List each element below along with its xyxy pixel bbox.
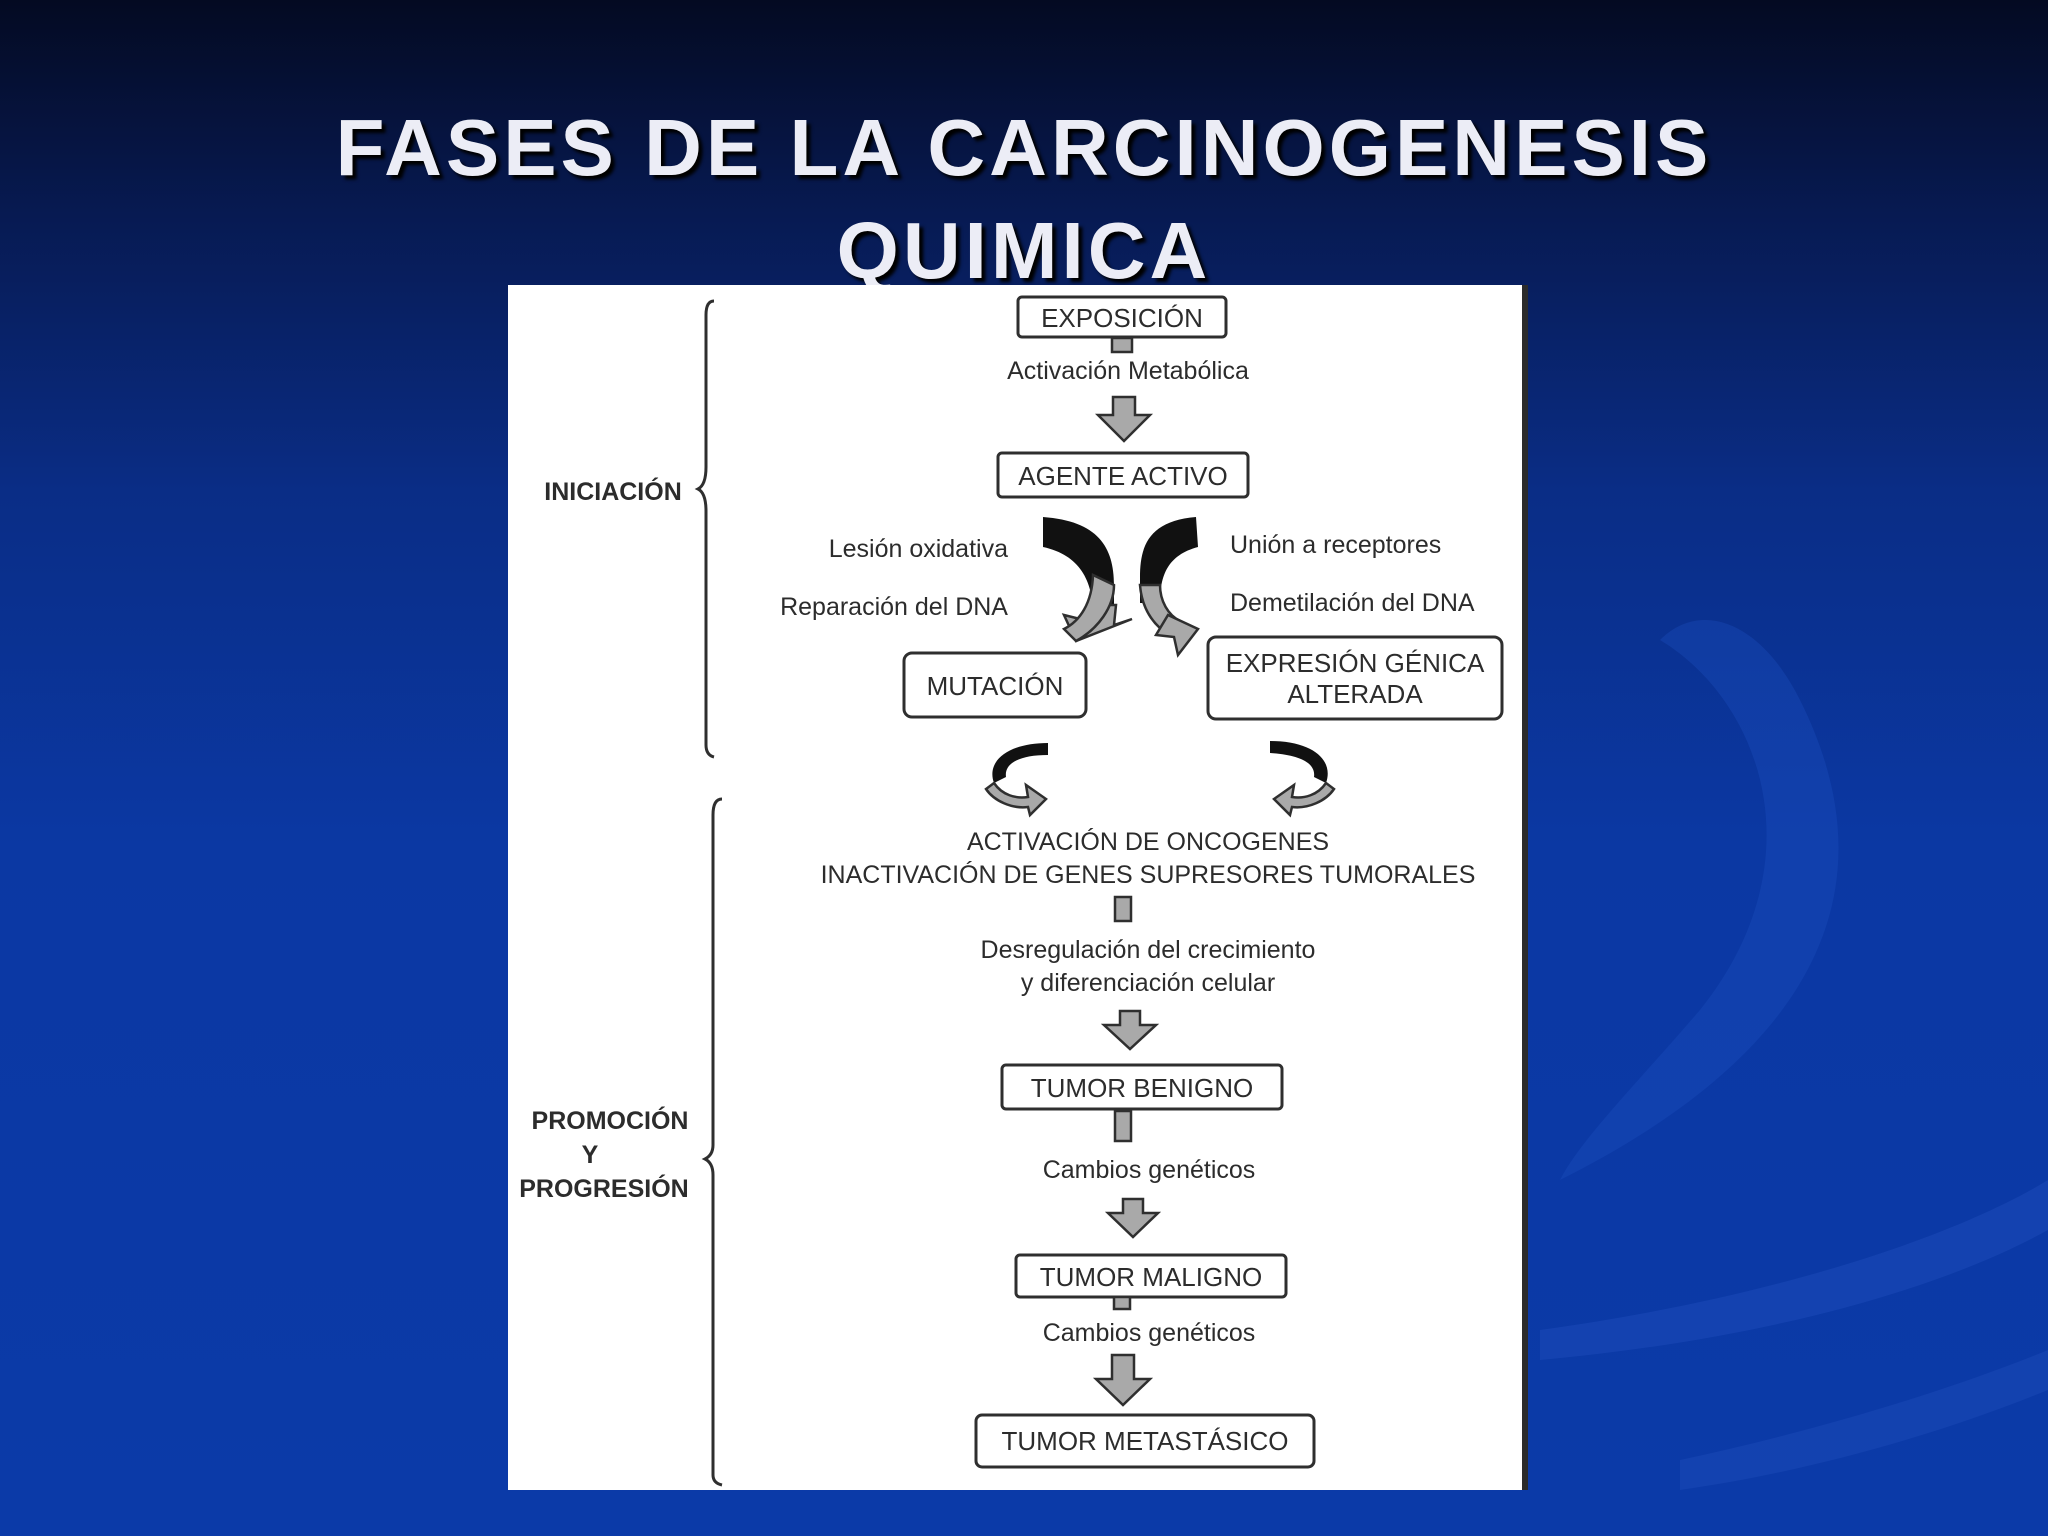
phase-promocion: PROMOCIÓN bbox=[532, 1105, 689, 1135]
connector-stub-4 bbox=[1112, 1295, 1132, 1311]
small-curved-arrow-right bbox=[1270, 741, 1336, 818]
down-arrow-3 bbox=[1104, 1197, 1162, 1239]
small-curved-arrow-left bbox=[984, 743, 1048, 818]
svg-text:TUMOR METASTÁSICO: TUMOR METASTÁSICO bbox=[1002, 1426, 1289, 1456]
svg-text:AGENTE ACTIVO: AGENTE ACTIVO bbox=[1018, 461, 1228, 491]
node-exposicion: EXPOSICIÓN bbox=[1016, 295, 1228, 339]
svg-text:MUTACIÓN: MUTACIÓN bbox=[927, 671, 1064, 701]
label-desregulacion-1: Desregulación del crecimiento bbox=[981, 936, 1316, 964]
svg-text:TUMOR MALIGNO: TUMOR MALIGNO bbox=[1040, 1262, 1262, 1292]
down-arrow-4 bbox=[1092, 1353, 1154, 1407]
promocion-brace bbox=[701, 797, 723, 1487]
node-agente-activo: AGENTE ACTIVO bbox=[996, 451, 1250, 499]
label-inactivacion-genes: INACTIVACIÓN DE GENES SUPRESORES TUMORAL… bbox=[821, 860, 1476, 889]
svg-text:EXPRESIÓN GÉNICA: EXPRESIÓN GÉNICA bbox=[1226, 648, 1485, 678]
svg-text:TUMOR BENIGNO: TUMOR BENIGNO bbox=[1031, 1073, 1253, 1103]
node-tumor-metastasico: TUMOR METASTÁSICO bbox=[974, 1413, 1316, 1469]
curved-arrow-right bbox=[1138, 517, 1200, 658]
node-expresion-genica: EXPRESIÓN GÉNICA ALTERADA bbox=[1206, 635, 1504, 721]
svg-text:EXPOSICIÓN: EXPOSICIÓN bbox=[1041, 303, 1203, 333]
connector-stub-2 bbox=[1113, 895, 1133, 923]
diagram-canvas: INICIACIÓN PROMOCIÓN Y PROGRESIÓN EXPOSI… bbox=[519, 295, 1504, 1487]
node-mutacion: MUTACIÓN bbox=[902, 651, 1088, 719]
slide-title: FASES DE LA CARCINOGENESIS QUIMICA bbox=[0, 96, 2048, 302]
iniciacion-brace bbox=[694, 299, 715, 759]
connector-stub-3 bbox=[1113, 1109, 1133, 1143]
label-cambios-geneticos-2: Cambios genéticos bbox=[1043, 1319, 1256, 1347]
connector-stub bbox=[1110, 336, 1134, 354]
down-arrow-1 bbox=[1094, 395, 1154, 443]
label-activacion-metabolica: Activación Metabólica bbox=[1007, 357, 1249, 385]
slide-title-line-2: QUIMICA bbox=[836, 206, 1212, 295]
label-activacion-oncogenes: ACTIVACIÓN DE ONCOGENES bbox=[967, 827, 1329, 856]
node-tumor-benigno: TUMOR BENIGNO bbox=[1000, 1063, 1284, 1111]
phase-y: Y bbox=[582, 1141, 599, 1169]
label-cambios-geneticos-1: Cambios genéticos bbox=[1043, 1156, 1256, 1184]
slide-title-line-1: FASES DE LA CARCINOGENESIS bbox=[335, 103, 1713, 192]
phase-iniciacion: INICIACIÓN bbox=[544, 476, 682, 506]
svg-text:ALTERADA: ALTERADA bbox=[1287, 679, 1423, 709]
curved-arrow-left bbox=[1043, 517, 1133, 643]
label-union-receptores: Unión a receptores bbox=[1230, 531, 1441, 559]
label-desregulacion-2: y diferenciación celular bbox=[1021, 969, 1275, 997]
label-demetilacion-dna: Demetilación del DNA bbox=[1230, 589, 1475, 617]
carcinogenesis-diagram: INICIACIÓN PROMOCIÓN Y PROGRESIÓN EXPOSI… bbox=[508, 285, 1528, 1490]
label-lesion-oxidativa: Lesión oxidativa bbox=[829, 535, 1008, 563]
down-arrow-2 bbox=[1100, 1009, 1160, 1051]
label-reparacion-dna: Reparación del DNA bbox=[780, 593, 1008, 621]
phase-progresion: PROGRESIÓN bbox=[519, 1173, 688, 1203]
node-tumor-maligno: TUMOR MALIGNO bbox=[1014, 1253, 1288, 1299]
